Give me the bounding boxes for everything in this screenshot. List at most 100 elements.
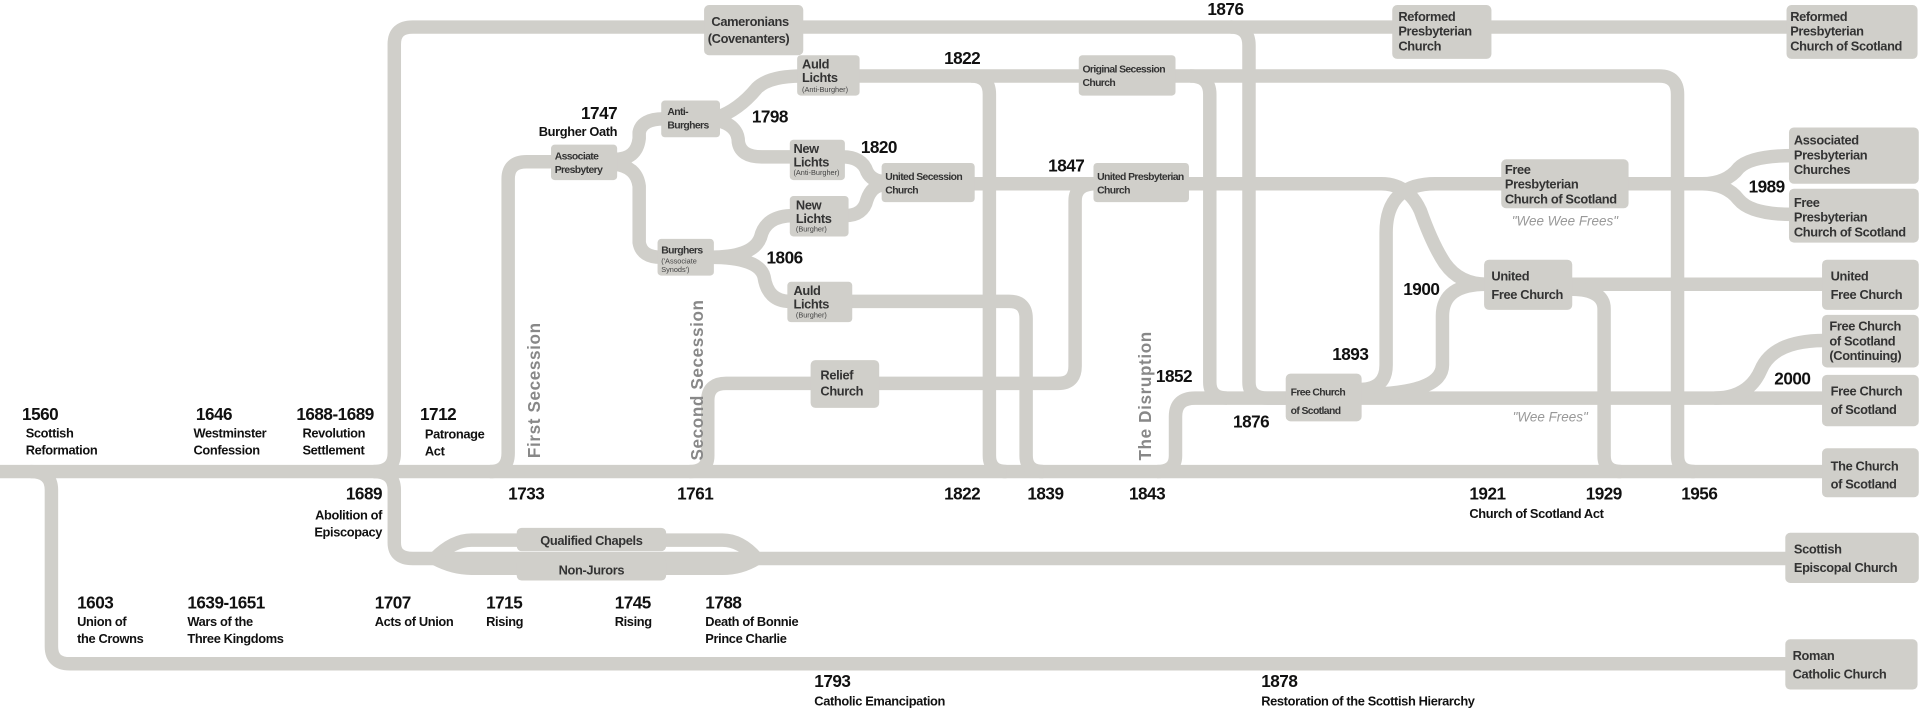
label: 1747 bbox=[581, 103, 617, 123]
line-1822-rejoin bbox=[970, 69, 1007, 479]
label: 1646 bbox=[196, 404, 232, 424]
label: Roman bbox=[1793, 648, 1835, 663]
node-cameronians[interactable]: Cameronians(Covenanters) bbox=[704, 5, 804, 56]
label: Free Church bbox=[1291, 388, 1346, 399]
church-box bbox=[810, 360, 880, 408]
year-1893: 1893 bbox=[1332, 344, 1368, 364]
line-to-anti-burghers bbox=[614, 112, 664, 167]
label: 1707 bbox=[375, 593, 411, 613]
label: 1603 bbox=[77, 593, 113, 613]
label: Cameronians bbox=[711, 14, 789, 29]
label: Free bbox=[1505, 162, 1531, 177]
label: Act bbox=[425, 444, 446, 459]
label: Reformed bbox=[1398, 9, 1455, 24]
node-qualified-chapels[interactable]: Qualified Chapels bbox=[516, 527, 667, 552]
church-box bbox=[1078, 55, 1176, 96]
node-anti-burghers[interactable]: Anti-Burghers bbox=[661, 100, 720, 138]
label: Associated bbox=[1794, 133, 1859, 148]
node-free-church-right[interactable]: Free Church of Scotland bbox=[1822, 374, 1919, 427]
year-1761: 1761 bbox=[677, 484, 714, 504]
label: Synods') bbox=[661, 265, 689, 274]
line-upc-to-ufc bbox=[1185, 177, 1487, 291]
label: Church of Scotland bbox=[1505, 191, 1617, 206]
year-1956: 1956 bbox=[1681, 484, 1717, 504]
line-first-secession bbox=[489, 155, 554, 479]
line-1989-fpcs bbox=[1701, 177, 1793, 222]
church-box bbox=[1093, 162, 1189, 203]
label: Church bbox=[1082, 78, 1115, 89]
label: ('Associate bbox=[661, 256, 697, 265]
label: United bbox=[1831, 269, 1869, 284]
label: Confession bbox=[193, 442, 260, 457]
church-box bbox=[516, 527, 667, 552]
label: 1793 bbox=[814, 671, 850, 691]
church-box bbox=[789, 196, 849, 237]
label: Lichts bbox=[796, 211, 832, 226]
church-box bbox=[516, 557, 667, 581]
label: (Burgher) bbox=[796, 225, 827, 234]
label: 1878 bbox=[1261, 671, 1297, 691]
label: Auld bbox=[802, 57, 829, 72]
year-1852: 1852 bbox=[1156, 366, 1192, 386]
label: Presbyterian bbox=[1398, 24, 1472, 39]
church-box bbox=[704, 5, 804, 56]
label: Scottish bbox=[1794, 542, 1842, 557]
church-box bbox=[1785, 639, 1918, 690]
label: Reformation bbox=[26, 442, 98, 457]
label: of Scotland bbox=[1831, 402, 1897, 417]
node-non-jurors[interactable]: Non-Jurors bbox=[516, 557, 667, 581]
label: Free Church bbox=[1831, 287, 1903, 302]
year-1822-top: 1822 bbox=[944, 48, 980, 68]
label: Church bbox=[1097, 186, 1130, 197]
line-to-auld-lichts-ab bbox=[713, 69, 803, 125]
line-relief-to-upc bbox=[876, 177, 1097, 391]
label: Presbytery bbox=[555, 165, 603, 176]
label: Anti- bbox=[667, 107, 689, 118]
line-2000-continuing bbox=[1713, 333, 1825, 405]
label: Free Church bbox=[1831, 384, 1903, 399]
line-1852-original-to-free bbox=[1189, 69, 1228, 405]
first-secession-label: First Secession bbox=[524, 322, 544, 458]
